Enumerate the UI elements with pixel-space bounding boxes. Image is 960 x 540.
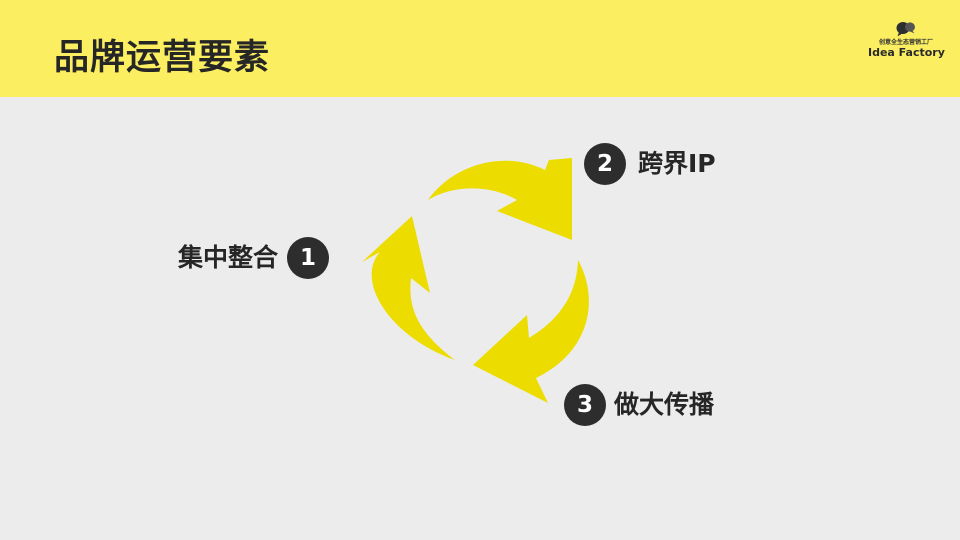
speech-bubbles-icon — [896, 22, 915, 37]
step-3-number-badge: 3 — [564, 384, 606, 426]
step-3-label: 做大传播 — [614, 390, 715, 419]
logo-chinese-text: 创意全生态营销工厂 — [878, 39, 933, 46]
step-2-number-badge: 2 — [584, 143, 626, 185]
slide-title: 品牌运营要素 — [54, 38, 271, 78]
idea-factory-logo: 创意全生态营销工厂 Idea Factory — [868, 20, 945, 72]
cycle-arrow-1 — [362, 216, 455, 360]
step-1-label: 集中整合 — [178, 243, 279, 272]
cycle-arrow-3 — [473, 260, 589, 403]
cycle-arrow-2 — [428, 158, 572, 240]
cycle-step-2: 2 跨界IP — [584, 143, 716, 185]
cycle-step-3: 3 做大传播 — [564, 384, 714, 426]
header-bar: 品牌运营要素 创意全生态营销工厂 Idea Factory — [0, 0, 960, 97]
cycle-step-1: 集中整合 1 — [178, 237, 330, 279]
step-1-number-badge: 1 — [287, 237, 330, 279]
step-2-label: 跨界IP — [638, 149, 716, 178]
logo-english-text: Idea Factory — [868, 46, 945, 59]
